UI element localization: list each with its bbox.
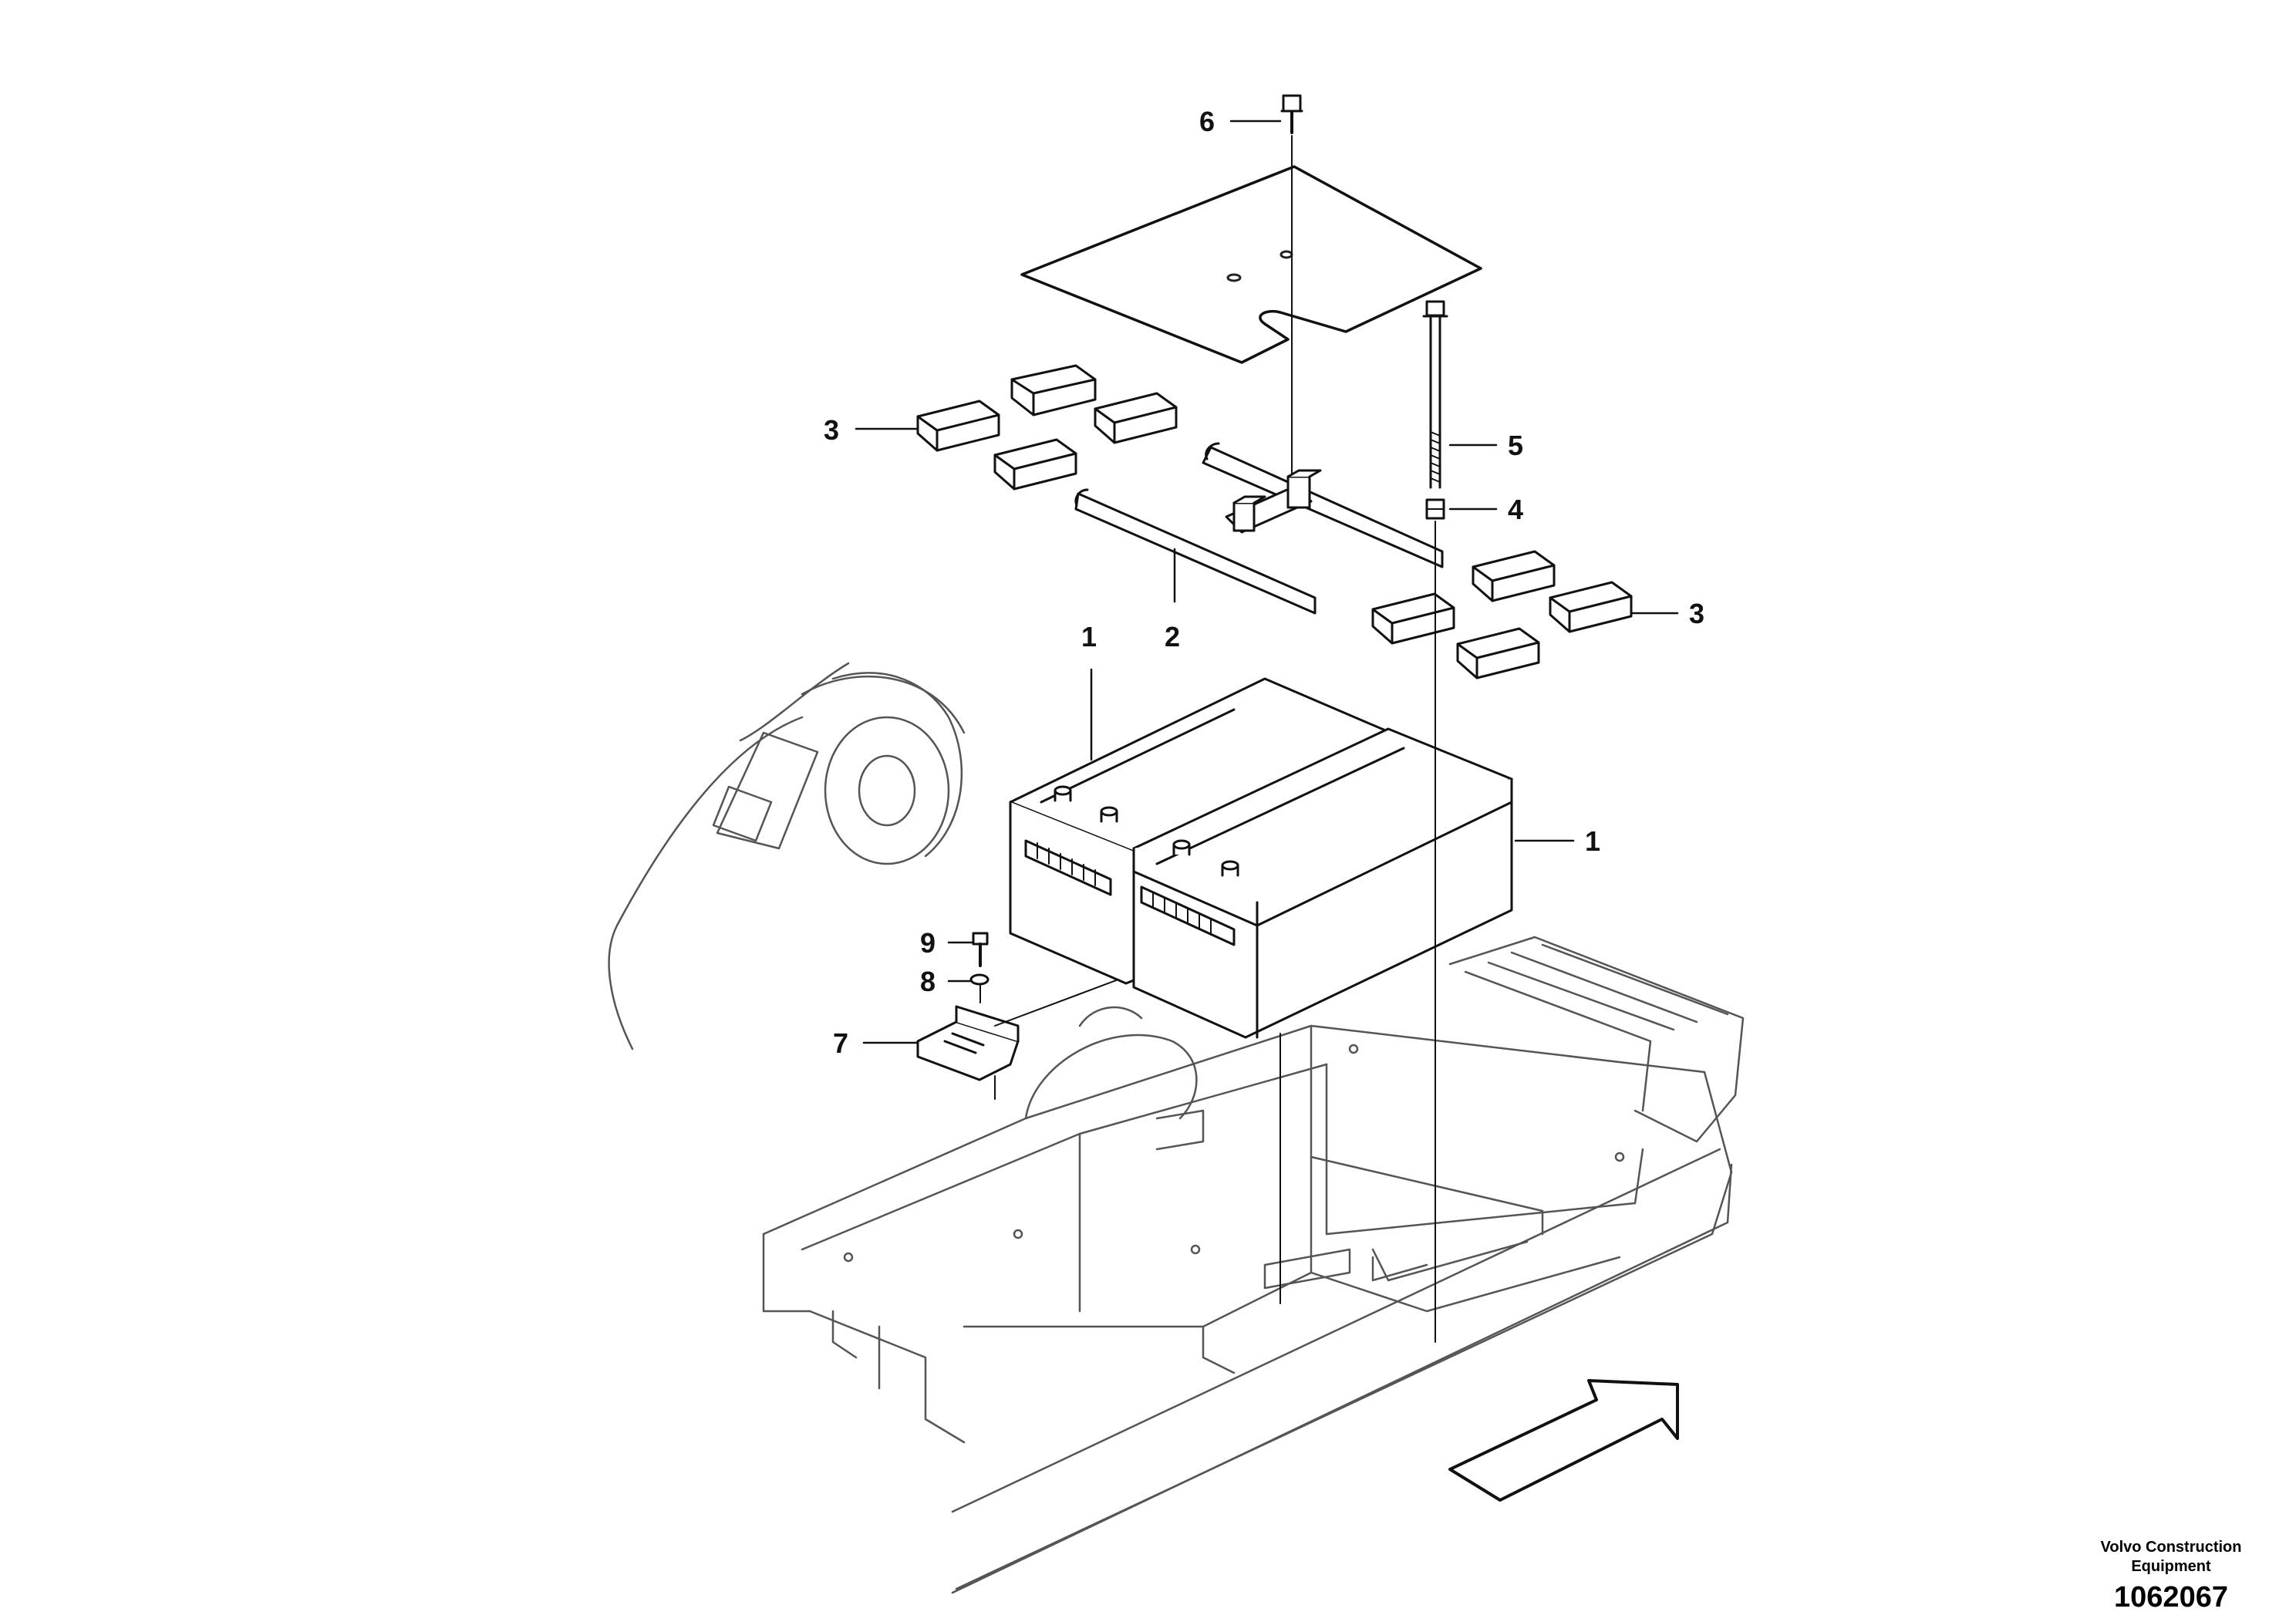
callout-6: 6 — [1199, 106, 1215, 137]
part-9-bolt — [972, 932, 989, 967]
part-7-bracket — [916, 1005, 1020, 1081]
callout-3-right: 3 — [1689, 598, 1704, 629]
callout-3-left: 3 — [824, 414, 839, 446]
part-3-clips — [916, 364, 1633, 679]
forward-direction-arrow — [1448, 1379, 1679, 1502]
callout-8: 8 — [920, 966, 936, 997]
callout-9: 9 — [920, 927, 936, 959]
part-4-nut — [1425, 498, 1445, 520]
callout-5: 5 — [1508, 430, 1523, 461]
machine-frame — [608, 662, 1745, 1594]
callout-1-top: 1 — [1081, 621, 1097, 653]
part-2-hold-down-bars — [1074, 442, 1444, 615]
callout-4: 4 — [1508, 494, 1523, 525]
part-8-washer — [969, 973, 990, 986]
company-name-line-2: Equipment — [2131, 1558, 2211, 1575]
assembly-lines — [979, 135, 1436, 1343]
callout-labels: 6 3 5 4 3 2 1 1 9 8 7 — [824, 106, 1704, 1059]
company-name-line-1: Volvo Construction — [2100, 1539, 2242, 1556]
callout-1-right: 1 — [1585, 825, 1600, 857]
part-1-batteries — [1009, 677, 1513, 1039]
part-5-long-bolt — [1422, 300, 1448, 489]
drawing-number: 1062067 — [2114, 1581, 2228, 1614]
callout-7: 7 — [833, 1027, 848, 1059]
battery-cover-plate — [1020, 165, 1482, 364]
callout-leaders — [855, 120, 1679, 1044]
part-6-bolt — [1280, 94, 1303, 134]
callout-2: 2 — [1165, 621, 1180, 653]
